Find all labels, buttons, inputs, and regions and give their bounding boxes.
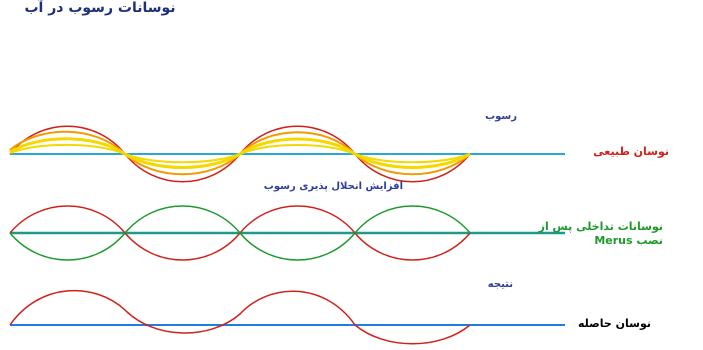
row3-red-wave — [9, 289, 471, 345]
row2-upper-label: افزایش انحلال پذیری رسوب — [263, 181, 403, 192]
row2-side-label-line1: نوسانات تداخلی پس از — [538, 220, 663, 233]
row1-upper-label: رسوب — [485, 111, 517, 122]
row2-waves — [9, 205, 565, 261]
row3-waves — [9, 289, 565, 345]
row1-yellow-band-2 — [9, 143, 471, 164]
row3-upper-label: نتیجه — [487, 279, 513, 290]
row3-side-label: نوسان حاصله — [577, 317, 651, 330]
row2-side-label-line2: نصب Merus — [594, 234, 663, 247]
row1-side-label: نوسان طبیعی — [593, 145, 669, 158]
row2-green-wave — [9, 205, 471, 261]
diagram-title: نوسانات رسوب در آب — [24, 0, 176, 16]
row1-waves — [9, 125, 565, 183]
row2-side-label: نوسانات تداخلی پس از نصب Merus — [539, 220, 663, 248]
